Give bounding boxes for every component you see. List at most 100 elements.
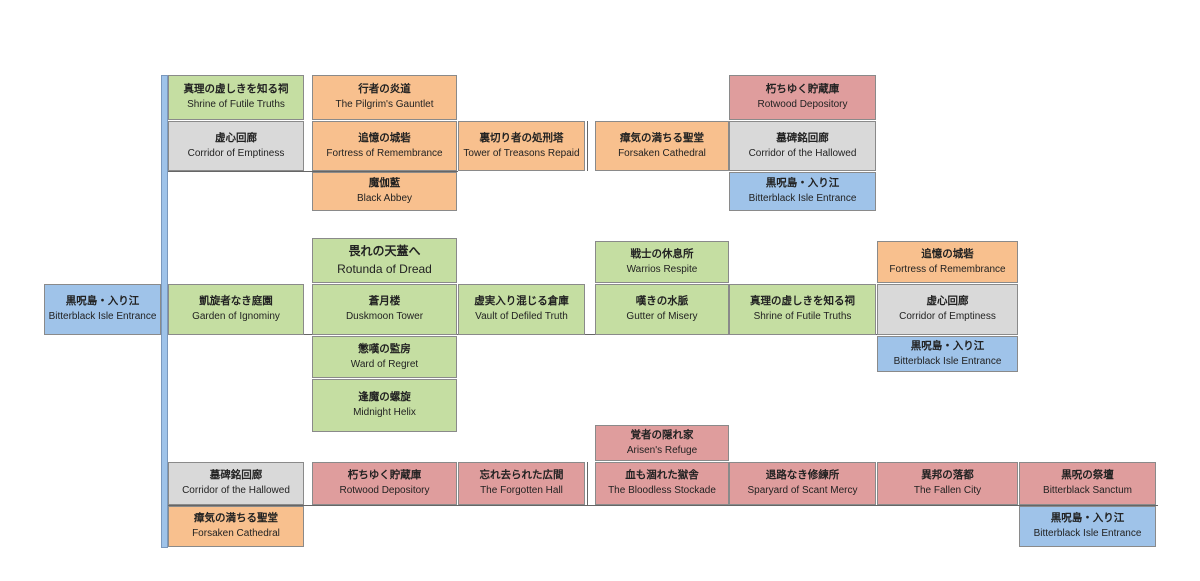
area-name-en: Vault of Defiled Truth — [475, 311, 568, 323]
area-name-jp: 真理の虚しきを知る祠 — [750, 295, 855, 308]
area-name-jp: 墓碑銘回廊 — [209, 469, 263, 482]
area-name-en: The Fallen City — [913, 485, 982, 497]
area-name-jp: 逢魔の螺旋 — [358, 391, 411, 404]
area-box-entrance-bottom: 黒呪島・入り江 Bitterblack Isle Entrance — [1019, 506, 1156, 547]
area-name-en: Arisen's Refuge — [626, 444, 698, 456]
area-name-en: Sparyard of Scant Mercy — [747, 485, 858, 497]
area-name-en: Shrine of Futile Truths — [753, 311, 852, 323]
area-name-en: The Pilgrim's Gauntlet — [335, 99, 434, 111]
area-name-en: Forsaken Cathedral — [618, 147, 706, 159]
area-box-entrance-top: 黒呪島・入り江 Bitterblack Isle Entrance — [729, 172, 876, 211]
area-box-rotwood-top: 朽ちゆく貯蔵庫 Rotwood Depository — [729, 75, 876, 120]
area-name-jp: 追憶の城砦 — [921, 247, 974, 260]
area-name-jp: 行者の炎道 — [358, 83, 411, 96]
area-name-jp: 覚者の隠れ家 — [630, 428, 694, 441]
area-name-jp: 退路なき修練所 — [765, 469, 840, 482]
area-name-jp: 真理の虚しきを知る祠 — [183, 83, 289, 96]
row-connector-line — [168, 334, 1018, 335]
area-box-shrine-futile-top: 真理の虚しきを知る祠 Shrine of Futile Truths — [168, 75, 304, 120]
area-box-entrance-left: 黒呪島・入り江 Bitterblack Isle Entrance — [44, 284, 161, 335]
main-spine-bar — [161, 75, 168, 548]
area-box-forsaken-cathedral-top: 瘴気の満ちる聖堂 Forsaken Cathedral — [595, 121, 729, 171]
area-name-en: Rotunda of Dread — [337, 262, 432, 276]
area-name-jp: 黒呪島・入り江 — [1050, 512, 1125, 525]
area-name-en: Fortress of Remembrance — [326, 147, 443, 159]
area-name-jp: 黒呪の祭壇 — [1061, 469, 1114, 482]
area-box-duskmoon-tower: 蒼月楼 Duskmoon Tower — [312, 284, 457, 335]
area-box-sparyard-scant-mercy: 退路なき修練所 Sparyard of Scant Mercy — [729, 462, 876, 505]
area-name-en: The Forgotten Hall — [480, 485, 563, 497]
row-connector-line — [168, 171, 458, 172]
area-name-en: Bitterblack Sanctum — [1043, 485, 1132, 497]
area-box-bitterblack-sanctum: 黒呪の祭壇 Bitterblack Sanctum — [1019, 462, 1156, 505]
area-name-jp: 忘れ去られた広間 — [479, 469, 564, 482]
area-name-jp: 虚心回廊 — [926, 295, 969, 308]
area-name-jp: 戦士の休息所 — [630, 247, 694, 260]
area-name-jp: 蒼月楼 — [368, 295, 401, 308]
area-name-jp: 凱旋者なき庭園 — [199, 295, 273, 308]
area-name-en: Warrios Respite — [626, 263, 698, 275]
area-box-shrine-futile-mid: 真理の虚しきを知る祠 Shrine of Futile Truths — [729, 284, 876, 335]
area-name-en: Midnight Helix — [353, 407, 416, 419]
area-box-corridor-hallowed-bottom: 墓碑銘回廊 Corridor of the Hallowed — [168, 462, 304, 505]
area-name-en: Bitterblack Isle Entrance — [48, 311, 157, 323]
area-name-en: Corridor of Emptiness — [187, 147, 285, 159]
area-name-jp: 朽ちゆく貯蔵庫 — [765, 83, 840, 96]
area-name-jp: 畏れの天蓋へ — [348, 244, 421, 258]
area-name-jp: 血も涸れた獄舎 — [625, 469, 699, 482]
area-name-en: Rotwood Depository — [339, 485, 430, 497]
area-box-bloodless-stockade: 血も涸れた獄舎 The Bloodless Stockade — [595, 462, 729, 505]
area-box-vault-defiled: 虚実入り混じる倉庫 Vault of Defiled Truth — [458, 284, 585, 335]
area-name-en: Tower of Treasons Repaid — [463, 147, 580, 159]
area-box-garden-ignominy: 凱旋者なき庭園 Garden of Ignominy — [168, 284, 304, 335]
area-name-en: Ward of Regret — [350, 358, 419, 370]
area-box-corridor-hallowed-top: 墓碑銘回廊 Corridor of the Hallowed — [729, 121, 876, 171]
area-name-jp: 懲嘆の監房 — [358, 342, 411, 355]
area-name-en: Corridor of the Hallowed — [748, 147, 857, 159]
area-box-gutter-misery: 嘆きの水脈 Gutter of Misery — [595, 284, 729, 335]
area-name-en: Corridor of the Hallowed — [182, 485, 290, 497]
area-name-jp: 朽ちゆく貯蔵庫 — [347, 469, 422, 482]
area-name-jp: 黒呪島・入り江 — [910, 339, 985, 352]
area-box-pilgrims-gauntlet: 行者の炎道 The Pilgrim's Gauntlet — [312, 75, 457, 120]
area-box-ward-regret: 懲嘆の監房 Ward of Regret — [312, 336, 457, 378]
area-box-tower-treasons: 裏切り者の処刑塔 Tower of Treasons Repaid — [458, 121, 585, 171]
area-name-en: Rotwood Depository — [757, 99, 848, 111]
area-name-jp: 裏切り者の処刑塔 — [479, 131, 564, 144]
area-name-en: Duskmoon Tower — [345, 311, 424, 323]
area-box-rotwood-bottom: 朽ちゆく貯蔵庫 Rotwood Depository — [312, 462, 457, 505]
area-box-fortress-remembrance-top: 追憶の城砦 Fortress of Remembrance — [312, 121, 457, 171]
area-name-jp: 異邦の落都 — [921, 469, 974, 482]
area-name-en: Bitterblack Isle Entrance — [748, 193, 857, 205]
area-name-jp: 虚実入り混じる倉庫 — [474, 295, 569, 308]
area-name-jp: 墓碑銘回廊 — [776, 131, 829, 144]
column-divider-line — [587, 121, 588, 171]
area-name-en: Shrine of Futile Truths — [187, 99, 285, 111]
area-box-forgotten-hall: 忘れ去られた広間 The Forgotten Hall — [458, 462, 585, 505]
area-name-jp: 嘆きの水脈 — [635, 295, 689, 308]
area-name-en: Garden of Ignominy — [192, 311, 280, 323]
area-name-en: Black Abbey — [356, 193, 413, 205]
area-name-en: Bitterblack Isle Entrance — [893, 355, 1002, 367]
area-name-jp: 追憶の城砦 — [358, 131, 411, 144]
area-name-en: Gutter of Misery — [626, 311, 698, 323]
area-name-en: The Bloodless Stockade — [608, 485, 716, 497]
area-box-arisens-refuge: 覚者の隠れ家 Arisen's Refuge — [595, 425, 729, 461]
area-name-en: Fortress of Remembrance — [889, 263, 1006, 275]
row-connector-line — [168, 505, 1158, 506]
area-name-jp: 瘴気の満ちる聖堂 — [620, 131, 704, 144]
area-name-en: Forsaken Cathedral — [192, 528, 280, 540]
area-name-en: Bitterblack Isle Entrance — [1033, 528, 1142, 540]
area-box-fortress-remembrance-mid: 追憶の城砦 Fortress of Remembrance — [877, 241, 1018, 283]
column-divider-line — [587, 462, 588, 505]
area-box-warrios-respite: 戦士の休息所 Warrios Respite — [595, 241, 729, 283]
area-box-midnight-helix: 逢魔の螺旋 Midnight Helix — [312, 379, 457, 432]
area-name-jp: 黒呪島・入り江 — [65, 295, 140, 308]
area-name-jp: 黒呪島・入り江 — [765, 177, 840, 190]
area-box-fallen-city: 異邦の落都 The Fallen City — [877, 462, 1018, 505]
